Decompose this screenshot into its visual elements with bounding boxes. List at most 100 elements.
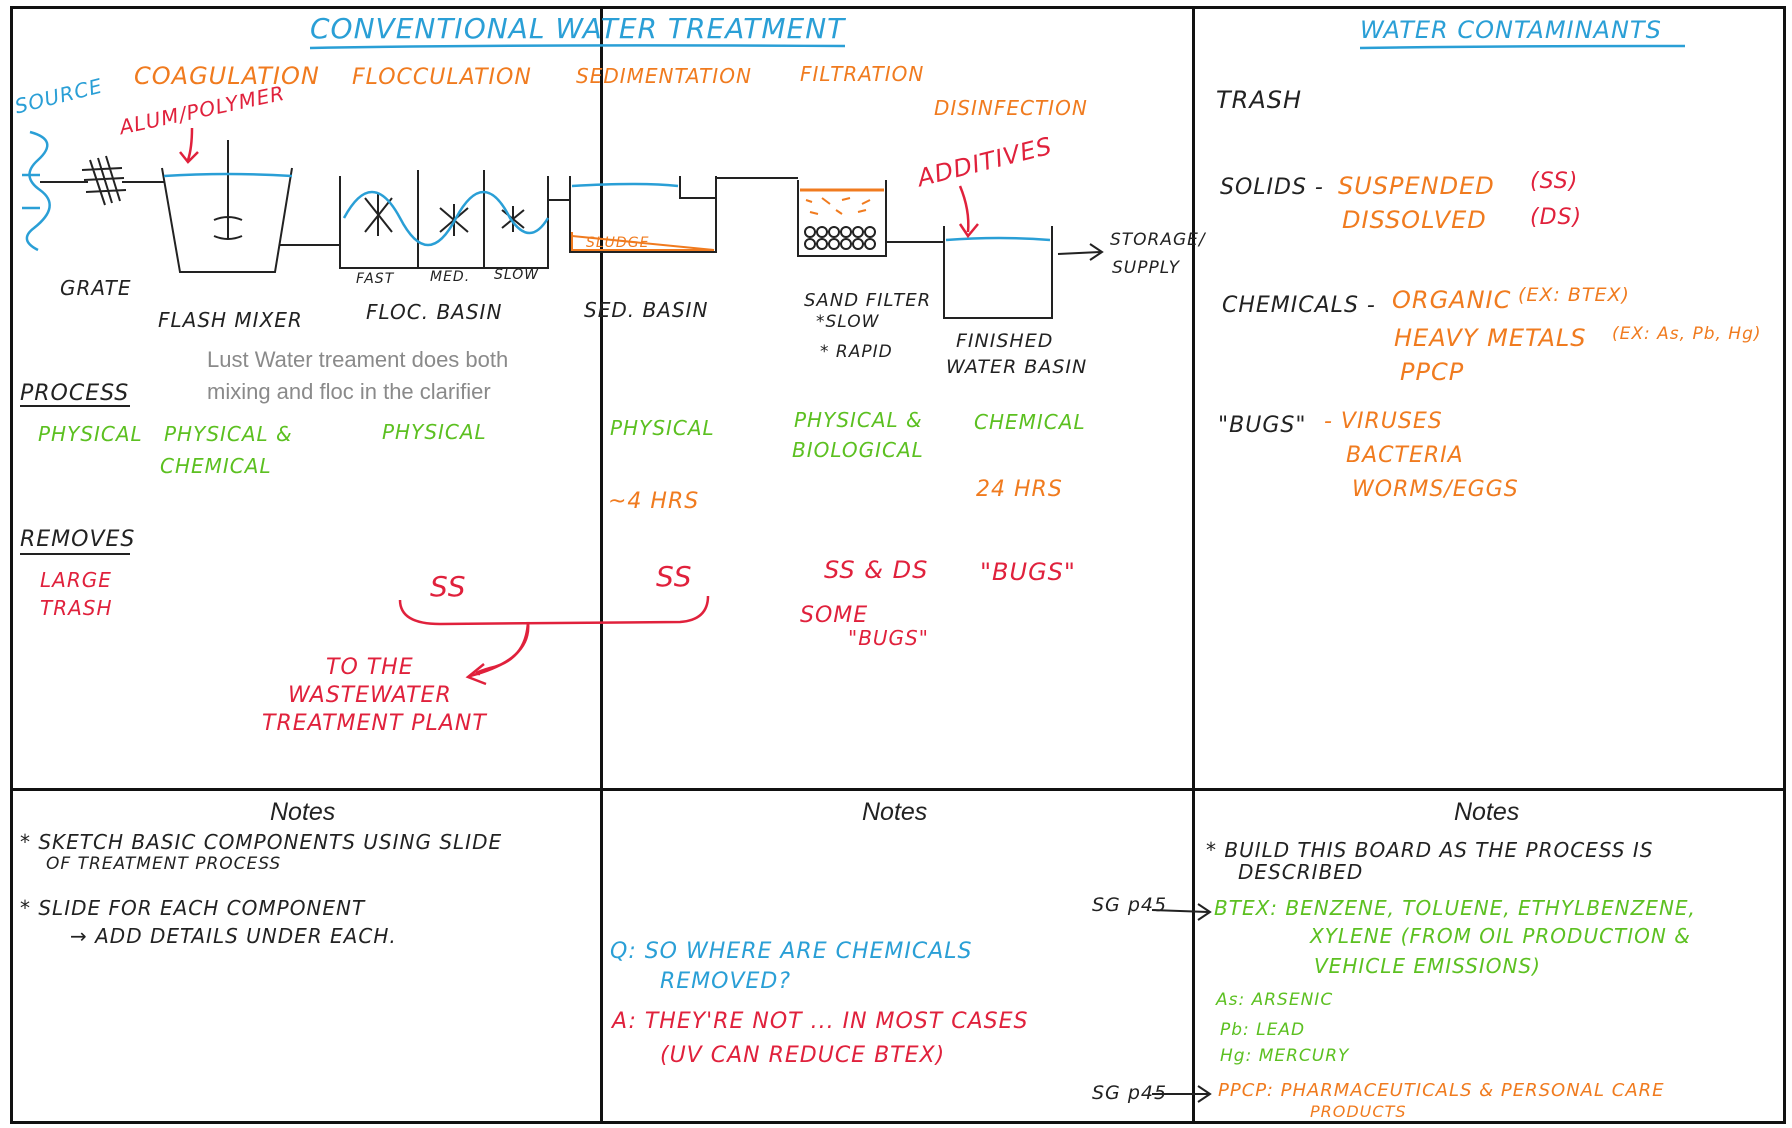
process-label: PROCESS: [20, 381, 130, 406]
page-title: CONVENTIONAL WATER TREATMENT: [310, 12, 846, 45]
sed-basin-label: SED. BASIN: [584, 298, 709, 322]
notes-right-line-2: DESCRIBED: [1238, 860, 1364, 884]
chemicals-metals-ex: (EX: As, Pb, Hg): [1612, 324, 1762, 344]
stage-disinfection: DISINFECTION: [934, 96, 1088, 120]
metal-arsenic: As: ARSENIC: [1216, 990, 1334, 1010]
notes-right-line-1: * BUILD THIS BOARD AS THE PROCESS IS: [1206, 838, 1654, 862]
bugs-viruses: - VIRUSES: [1324, 409, 1443, 434]
divider-left: [600, 6, 603, 1124]
to-wastewater-1: TO THE: [326, 655, 414, 680]
solids-ds: (DS): [1530, 205, 1583, 230]
time-sed: ~4 HRS: [608, 489, 700, 514]
btex-line-2: XYLENE (FROM OIL PRODUCTION &: [1310, 924, 1691, 948]
process-filter-1: PHYSICAL &: [794, 408, 923, 432]
typed-note-line-2: mixing and floc in the clarifier: [207, 379, 491, 404]
solids-ss: (SS): [1530, 169, 1579, 194]
notes-question-1: Q: SO WHERE ARE CHEMICALS: [610, 939, 973, 964]
notes-heading-middle: Notes: [862, 798, 928, 826]
notes-heading-right: Notes: [1454, 798, 1520, 826]
chemicals-label: CHEMICALS -: [1222, 293, 1376, 318]
metal-lead: Pb: LEAD: [1220, 1020, 1306, 1040]
process-sed: PHYSICAL: [610, 416, 715, 440]
to-wastewater-2: WASTEWATER: [288, 683, 452, 708]
contaminant-trash: TRASH: [1216, 86, 1303, 114]
grate-label: GRATE: [60, 276, 132, 300]
floc-speed-slow: SLOW: [494, 267, 540, 283]
to-wastewater-3: TREATMENT PLANT: [262, 711, 487, 736]
wastewater-bracket: [398, 595, 710, 676]
sed-basin-tank: [569, 176, 717, 253]
supply-label: SUPPLY: [1112, 258, 1180, 278]
bugs-worms: WORMS/EGGS: [1352, 477, 1519, 502]
removes-label: REMOVES: [20, 527, 136, 552]
sand-filter-tank: [797, 180, 887, 257]
finished-label-1: FINISHED: [956, 330, 1054, 352]
notes-left-line-3: * SLIDE FOR EACH COMPONENT: [20, 896, 366, 920]
source-water-icon: [25, 130, 51, 252]
bugs-bacteria: BACTERIA: [1346, 443, 1464, 468]
solids-suspended: SUSPENDED: [1338, 172, 1495, 200]
process-filter-2: BIOLOGICAL: [792, 438, 924, 462]
finished-water-basin-tank: [943, 226, 1053, 319]
ppcp-line-1: PPCP: PHARMACEUTICALS & PERSONAL CARE: [1218, 1080, 1665, 1101]
removes-floc: SS: [430, 570, 467, 603]
process-grate: PHYSICAL: [38, 422, 143, 446]
ppcp-line-2: PRODUCTS: [1310, 1102, 1407, 1121]
chemicals-ppcp: PPCP: [1400, 358, 1465, 386]
flash-mixer-tank: [161, 140, 293, 273]
btex-line-3: VEHICLE EMISSIONS): [1314, 954, 1541, 978]
sg-arrow-2: [1152, 1085, 1212, 1103]
metal-mercury: Hg: MERCURY: [1220, 1046, 1350, 1066]
contaminants-title: WATER CONTAMINANTS: [1360, 16, 1662, 44]
solids-label: SOLIDS -: [1220, 175, 1324, 200]
removes-filter-1: SS & DS: [824, 556, 929, 584]
typed-note-line-1: Lust Water treament does both: [207, 347, 509, 372]
notes-heading-left: Notes: [270, 798, 336, 826]
grate-icon: [81, 155, 127, 206]
process-floc: PHYSICAL: [382, 420, 487, 444]
solids-dissolved: DISSOLVED: [1342, 206, 1487, 234]
sg-ref-1: SG p45: [1092, 894, 1168, 916]
removes-grate-2: TRASH: [40, 596, 113, 620]
title-underline: [309, 44, 846, 50]
removes-filter-2: SOME: [800, 603, 869, 628]
sg-ref-2: SG p45: [1092, 1082, 1168, 1104]
sand-filter-label: SAND FILTER: [804, 290, 932, 311]
alum-arrow: [179, 127, 199, 164]
chemicals-metals: HEAVY METALS: [1394, 324, 1587, 352]
process-mixer-1: PHYSICAL &: [164, 422, 293, 446]
sludge-label: SLUDGE: [586, 235, 650, 251]
stage-sedimentation: SEDIMENTATION: [576, 64, 752, 88]
sand-filter-slow: *SLOW: [816, 312, 880, 332]
additives-arrow: [958, 185, 979, 239]
sand-filter-rapid: * RAPID: [820, 342, 893, 362]
floc-basin-label: FLOC. BASIN: [366, 300, 503, 324]
removes-filter-3: "BUGS": [848, 626, 929, 650]
finished-label-2: WATER BASIN: [946, 356, 1088, 378]
btex-line-1: BTEX: BENZENE, TOLUENE, ETHYLBENZENE,: [1214, 896, 1696, 920]
whiteboard: [10, 6, 1786, 1124]
notes-question-2: REMOVED?: [660, 969, 792, 994]
floc-basin-tank: [339, 170, 549, 269]
stage-flocculation: FLOCCULATION: [352, 65, 532, 90]
process-mixer-2: CHEMICAL: [160, 454, 272, 478]
notes-answer-1: A: THEY'RE NOT ... IN MOST CASES: [612, 1009, 1029, 1034]
notes-left-line-2: OF TREATMENT PROCESS: [46, 854, 282, 874]
floc-speed-fast: FAST: [356, 271, 395, 287]
floc-speed-med: MED.: [430, 269, 471, 285]
notes-left-line-4: → ADD DETAILS UNDER EACH.: [70, 924, 397, 948]
storage-label: STORAGE/: [1110, 230, 1206, 250]
notes-answer-2: (UV CAN REDUCE BTEX): [660, 1043, 946, 1068]
storage-arrow: [1057, 243, 1104, 261]
removes-grate-1: LARGE: [40, 568, 112, 592]
notes-left-line-1: * SKETCH BASIC COMPONENTS USING SLIDE: [20, 830, 503, 854]
stage-filtration: FILTRATION: [800, 62, 925, 86]
flash-mixer-label: FLASH MIXER: [158, 308, 303, 332]
process-disinfect: CHEMICAL: [974, 410, 1086, 434]
bugs-label: "BUGS": [1218, 413, 1307, 438]
removes-disinfect: "BUGS": [980, 558, 1076, 586]
removes-sed: SS: [656, 560, 693, 593]
chemicals-organic-ex: (EX: BTEX): [1518, 284, 1630, 306]
chemicals-organic: ORGANIC: [1392, 286, 1512, 314]
